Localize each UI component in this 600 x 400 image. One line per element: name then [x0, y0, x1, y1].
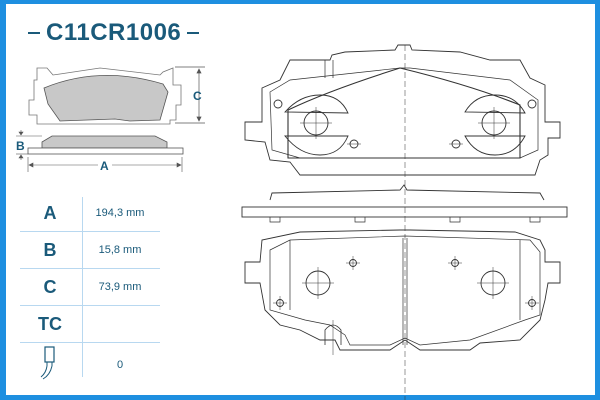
spec-value: 0 — [116, 359, 124, 371]
dimension-diagram: C B A — [16, 66, 205, 173]
dim-label-a: A — [100, 159, 109, 173]
spec-label: B — [43, 239, 57, 260]
spec-value: 15,8 mm — [98, 244, 142, 256]
spec-row-sensor: 0 — [20, 343, 160, 387]
spec-row-a: A 194,3 mm — [20, 195, 160, 232]
spec-table: A 194,3 mm B 15,8 mm C 73,9 mm TC 0 — [20, 195, 160, 387]
title-block: C11CR1006 — [22, 16, 205, 50]
spec-label: C — [43, 276, 57, 297]
title-dash-right — [187, 32, 200, 34]
dim-label-b: B — [16, 139, 25, 153]
spec-label: A — [43, 202, 57, 223]
spec-row-tc: TC — [20, 306, 160, 343]
dim-label-c: C — [193, 89, 202, 103]
spec-value: 194,3 mm — [95, 207, 145, 219]
spec-row-c: C 73,9 mm — [20, 269, 160, 306]
spec-label: TC — [38, 313, 62, 334]
title-dash-left — [28, 32, 40, 34]
spec-value: 73,9 mm — [98, 281, 142, 293]
spec-row-b: B 15,8 mm — [20, 232, 160, 269]
spec-table-divider — [82, 197, 83, 377]
wear-sensor-icon — [20, 345, 80, 385]
part-code: C11CR1006 — [46, 19, 182, 46]
wear-sensor-glyph — [40, 345, 55, 379]
